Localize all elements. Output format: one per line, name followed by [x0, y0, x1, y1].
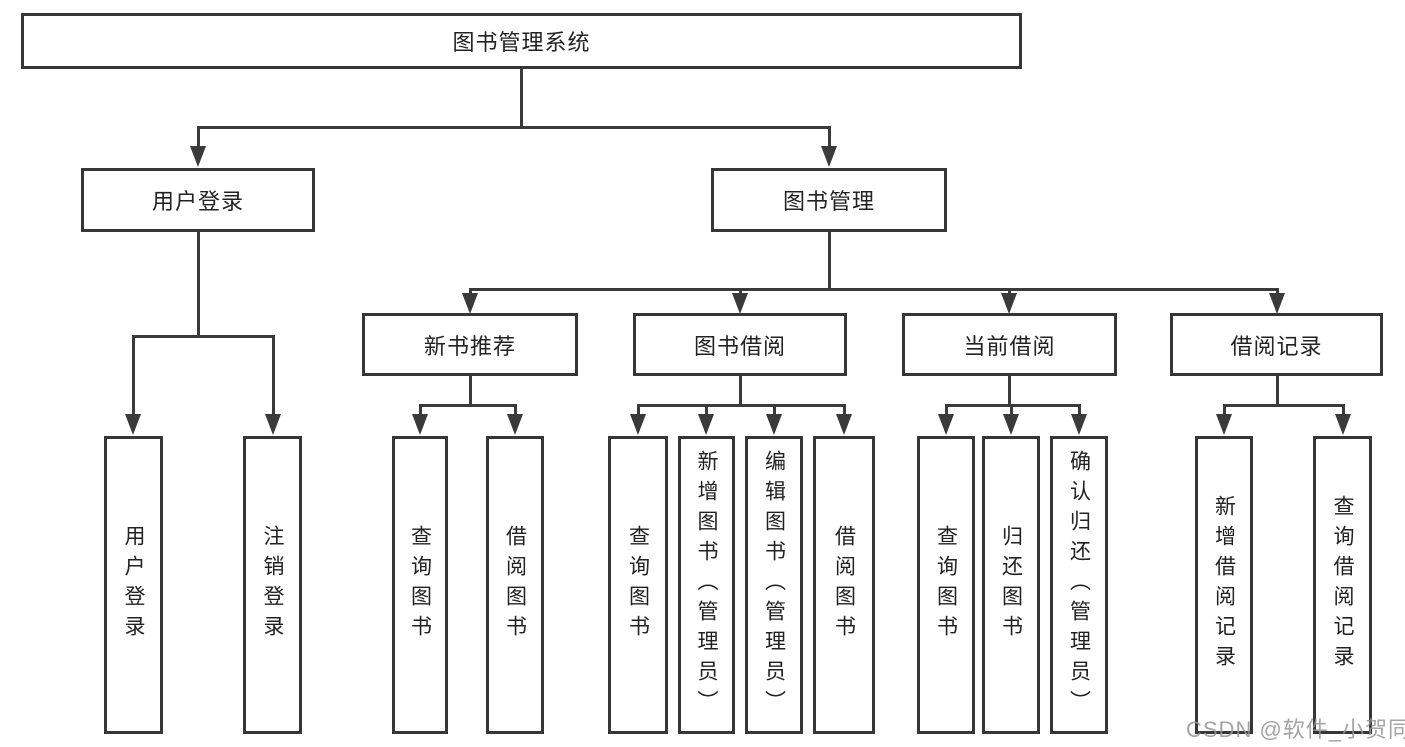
connector-root-rail — [197, 126, 831, 129]
leaf-add-book-admin: 新增图书（管理员） — [678, 436, 735, 734]
down-arrow-icon — [507, 414, 523, 435]
down-arrow-icon — [732, 293, 748, 314]
leaf-add-book-admin-label: 新增图书（管理员） — [695, 450, 718, 720]
connector-borrow-records-rail — [1223, 404, 1344, 407]
connector-drop-book-management — [828, 126, 831, 150]
connector-drop-leaf — [1078, 404, 1081, 418]
down-arrow-icon — [1003, 414, 1019, 435]
down-arrow-icon — [190, 146, 206, 167]
node-book-management: 图书管理 — [711, 168, 947, 232]
node-borrow-records: 借阅记录 — [1170, 313, 1383, 376]
node-borrow-records-label: 借阅记录 — [1230, 333, 1323, 359]
connector-book-borrow-stem — [739, 376, 742, 406]
leaf-query-borrow-record-label: 查询借阅记录 — [1331, 495, 1354, 675]
down-arrow-icon — [938, 414, 954, 435]
connector-drop-user-login — [197, 126, 200, 150]
down-arrow-icon — [1001, 293, 1017, 314]
down-arrow-icon — [125, 414, 141, 435]
connector-drop-leaf — [419, 404, 422, 418]
connector-new-book-rail — [419, 404, 516, 407]
leaf-query-books-borrow-label: 查询图书 — [626, 525, 650, 645]
down-arrow-icon — [1216, 414, 1232, 435]
down-arrow-icon — [630, 414, 646, 435]
node-new-book-recommend: 新书推荐 — [362, 313, 578, 376]
leaf-borrow-books-recommend: 借阅图书 — [486, 436, 544, 734]
connector-drop-leaf — [132, 335, 135, 418]
down-arrow-icon — [836, 414, 852, 435]
node-new-book-recommend-label: 新书推荐 — [423, 333, 516, 359]
down-arrow-icon — [821, 146, 837, 167]
node-root: 图书管理系统 — [21, 13, 1022, 69]
down-arrow-icon — [412, 414, 428, 435]
connector-drop-leaf — [1342, 404, 1345, 418]
leaf-query-books-current-label: 查询图书 — [934, 525, 958, 645]
down-arrow-icon — [1071, 414, 1087, 435]
leaf-user-login: 用户登录 — [104, 436, 163, 734]
leaf-return-book: 归还图书 — [982, 436, 1040, 734]
connector-drop-leaf — [1223, 404, 1226, 418]
node-user-login: 用户登录 — [81, 168, 315, 232]
leaf-confirm-return-admin: 确认归还（管理员） — [1050, 436, 1108, 734]
down-arrow-icon — [698, 414, 714, 435]
connector-drop-leaf — [843, 404, 846, 418]
down-arrow-icon — [462, 293, 478, 314]
connector-user-login-rail — [132, 335, 274, 338]
csdn-watermark: CSDN @软件_小贺同学 — [1186, 717, 1405, 742]
node-book-borrow-label: 图书借阅 — [693, 333, 786, 359]
connector-drop-leaf — [637, 404, 640, 418]
connector-drop-leaf — [773, 404, 776, 418]
leaf-logout: 注销登录 — [243, 436, 302, 734]
node-book-borrow: 图书借阅 — [633, 313, 847, 376]
connector-drop-leaf — [514, 404, 517, 418]
leaf-query-books-recommend: 查询图书 — [392, 436, 448, 734]
connector-drop-leaf — [272, 335, 275, 418]
connector-book-borrow-rail — [637, 404, 845, 407]
leaf-borrow-books-label: 借阅图书 — [832, 525, 856, 645]
leaf-query-books-recommend-label: 查询图书 — [408, 525, 432, 645]
down-arrow-icon — [1269, 293, 1285, 314]
connector-drop-leaf — [945, 404, 948, 418]
leaf-logout-label: 注销登录 — [261, 525, 284, 645]
down-arrow-icon — [766, 414, 782, 435]
connector-book-mgmt-rail — [469, 288, 1278, 291]
connector-book-mgmt-stem — [828, 232, 831, 290]
leaf-edit-book-admin-label: 编辑图书（管理员） — [762, 450, 786, 720]
node-current-borrow: 当前借阅 — [902, 313, 1117, 376]
leaf-borrow-books-recommend-label: 借阅图书 — [503, 525, 527, 645]
connector-root-stem — [520, 69, 523, 128]
node-user-login-label: 用户登录 — [151, 189, 244, 214]
down-arrow-icon — [1335, 414, 1351, 435]
connector-current-borrow-stem — [1008, 376, 1011, 406]
leaf-borrow-books: 借阅图书 — [813, 436, 875, 734]
connector-drop-leaf — [1010, 404, 1013, 418]
node-book-management-label: 图书管理 — [782, 189, 875, 214]
leaf-add-borrow-record-label: 新增借阅记录 — [1212, 495, 1236, 675]
connector-user-login-stem — [197, 232, 200, 337]
leaf-add-borrow-record: 新增借阅记录 — [1195, 436, 1253, 734]
connector-new-book-stem — [469, 376, 472, 406]
leaf-edit-book-admin: 编辑图书（管理员） — [745, 436, 803, 734]
node-root-label: 图书管理系统 — [452, 30, 591, 55]
leaf-query-books-borrow: 查询图书 — [608, 436, 668, 734]
leaf-query-borrow-record: 查询借阅记录 — [1313, 436, 1372, 734]
connector-borrow-records-stem — [1276, 376, 1279, 406]
leaf-user-login-label: 用户登录 — [122, 525, 145, 645]
down-arrow-icon — [265, 414, 281, 435]
leaf-confirm-return-admin-label: 确认归还（管理员） — [1067, 450, 1091, 720]
leaf-query-books-current: 查询图书 — [917, 436, 975, 734]
connector-drop-leaf — [705, 404, 708, 418]
leaf-return-book-label: 归还图书 — [999, 525, 1023, 645]
node-current-borrow-label: 当前借阅 — [963, 333, 1056, 359]
